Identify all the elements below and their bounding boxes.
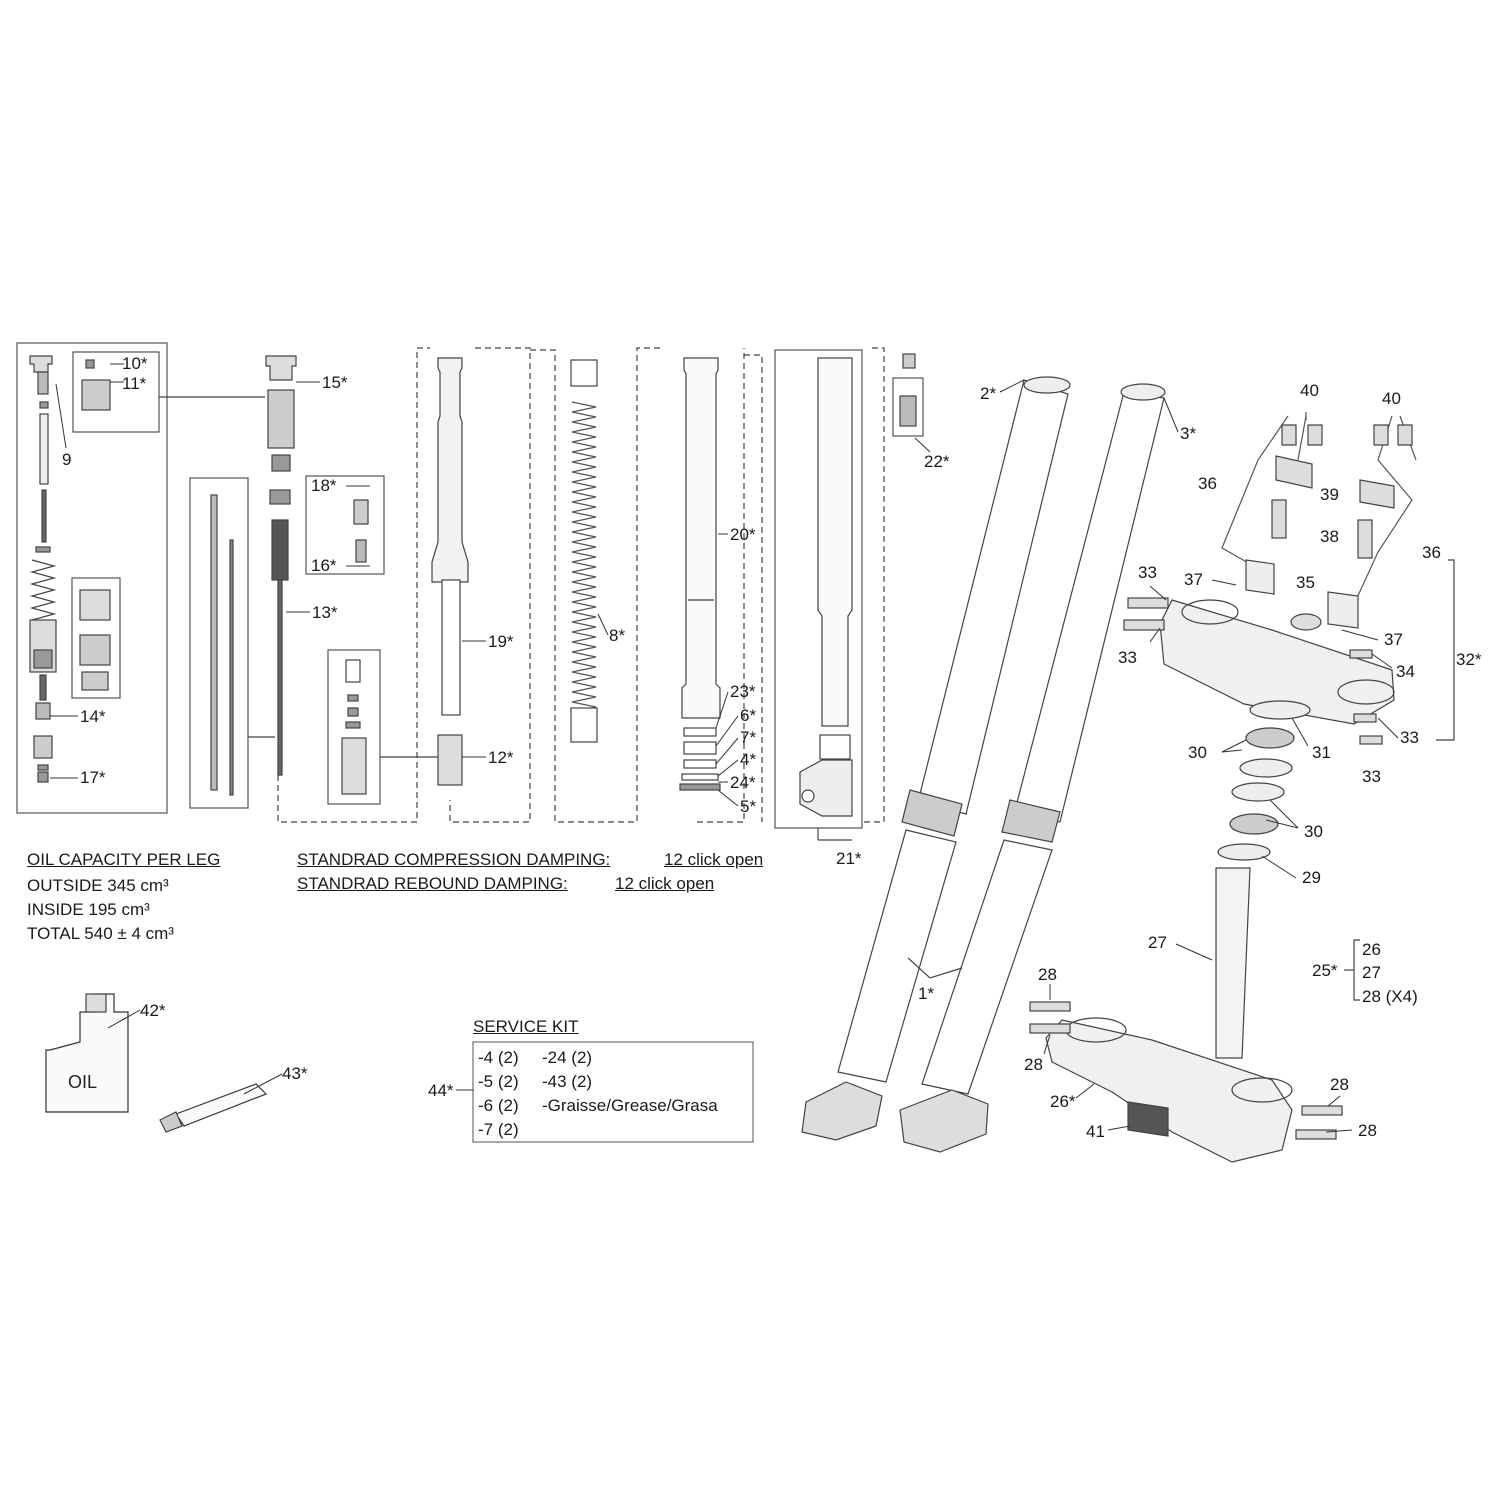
cartridge-15-13 [265,355,385,776]
callout-28a: 28 [1038,965,1057,984]
callout-17: 17* [80,768,106,787]
oil-outside: OUTSIDE 345 cm³ [27,876,169,895]
callout-7: 7* [740,728,757,747]
callout-27: 27 [1148,933,1167,952]
callout-41: 41 [1086,1122,1105,1141]
callout-25: 25* [1312,961,1338,980]
callout-36a: 36 [1198,474,1217,493]
callout-9: 9 [62,450,72,469]
service-kit-item: -7 (2) [478,1120,519,1139]
callout-2: 2* [980,384,997,403]
compression-label: STANDRAD COMPRESSION DAMPING: [297,850,611,869]
fork-leg-3 [899,383,1166,1153]
inner-tube-21 [744,349,863,841]
cartridge-box [16,342,265,814]
oil-bottle [45,993,129,1113]
callout-36b: 36 [1422,543,1441,562]
callout-26: 26* [1050,1092,1076,1111]
oil-total: TOTAL 540 ± 4 cm³ [27,924,174,943]
lower-clamp-assembly [1029,867,1360,1163]
callout-33a: 33 [1138,563,1157,582]
callout-1: 1* [918,984,935,1003]
callout-16: 16* [311,556,337,575]
service-kit-heading: SERVICE KIT [473,1017,579,1036]
service-kit-item: -5 (2) [478,1072,519,1091]
service-kit-item: -4 (2) [478,1048,519,1067]
callout-37a: 37 [1184,570,1203,589]
callout-19: 19* [488,632,514,651]
oil-capacity-heading: OIL CAPACITY PER LEG [27,850,221,869]
callout-18: 18* [311,476,337,495]
callout-44: 44* [428,1081,454,1100]
callout-28b: 28 [1024,1055,1043,1074]
rods-box [189,477,275,809]
part-22 [862,347,924,823]
leader-1 [907,957,963,979]
cartridge-parts-9-17 [29,355,121,783]
callout-38: 38 [1320,527,1339,546]
kit-25-item-2: 27 [1362,963,1381,982]
service-kit-item: -43 (2) [542,1072,593,1091]
callout-4: 4* [740,750,757,769]
callout-12: 12* [488,748,514,767]
callout-3: 3* [1180,424,1197,443]
damper-rod-19 [327,357,469,805]
callout-33d: 33 [1362,767,1381,786]
oil-inside: INSIDE 195 cm³ [27,900,150,919]
callout-11: 11* [122,374,147,393]
callout-33c: 33 [1400,728,1419,747]
spring-8 [530,347,660,823]
grease-tube [159,1083,268,1133]
callout-30b: 30 [1304,822,1323,841]
callout-23: 23* [730,682,756,701]
kit-25-item-3: 28 (X4) [1362,987,1418,1006]
callout-30a: 30 [1188,743,1207,762]
callout-8: 8* [609,626,626,645]
callout-29: 29 [1302,868,1321,887]
leader-lines [50,363,1399,1143]
callout-35: 35 [1296,573,1315,592]
rebound-label: STANDRAD REBOUND DAMPING: [297,874,568,893]
callout-34: 34 [1396,662,1415,681]
dashed-frame-19 [277,347,531,823]
rebound-value: 12 click open [615,874,715,893]
callout-10: 10* [122,354,148,373]
callout-37b: 37 [1384,630,1403,649]
callout-28d: 28 [1358,1121,1377,1140]
callout-15: 15* [322,373,348,392]
service-kit-item: -24 (2) [542,1048,593,1067]
service-kit-item: -Graisse/Grease/Grasa [542,1096,718,1115]
callout-40b: 40 [1382,389,1401,408]
outer-tube-20 [679,348,745,823]
compression-value: 12 click open [664,850,764,869]
callout-32: 32* [1456,650,1482,669]
callout-14: 14* [80,707,106,726]
service-kit-item: -6 (2) [478,1096,519,1115]
callout-22: 22* [924,452,950,471]
oil-bottle-label: OIL [68,1072,97,1092]
kit-25-item-1: 26 [1362,940,1381,959]
callout-39: 39 [1320,485,1339,504]
callout-42: 42* [140,1001,166,1020]
callout-43: 43* [282,1064,308,1083]
fork-leg-2 [801,376,1071,1141]
callout-28c: 28 [1330,1075,1349,1094]
callout-6: 6* [740,706,757,725]
callout-40a: 40 [1300,381,1319,400]
callout-24: 24* [730,773,756,792]
callout-33b: 33 [1118,648,1137,667]
callout-21: 21* [836,849,862,868]
callout-13: 13* [312,603,338,622]
callout-20: 20* [730,525,756,544]
top-clamp-assembly [1123,415,1455,745]
callout-5: 5* [740,797,757,816]
bearing-parts [1217,700,1311,861]
callout-31: 31 [1312,743,1331,762]
